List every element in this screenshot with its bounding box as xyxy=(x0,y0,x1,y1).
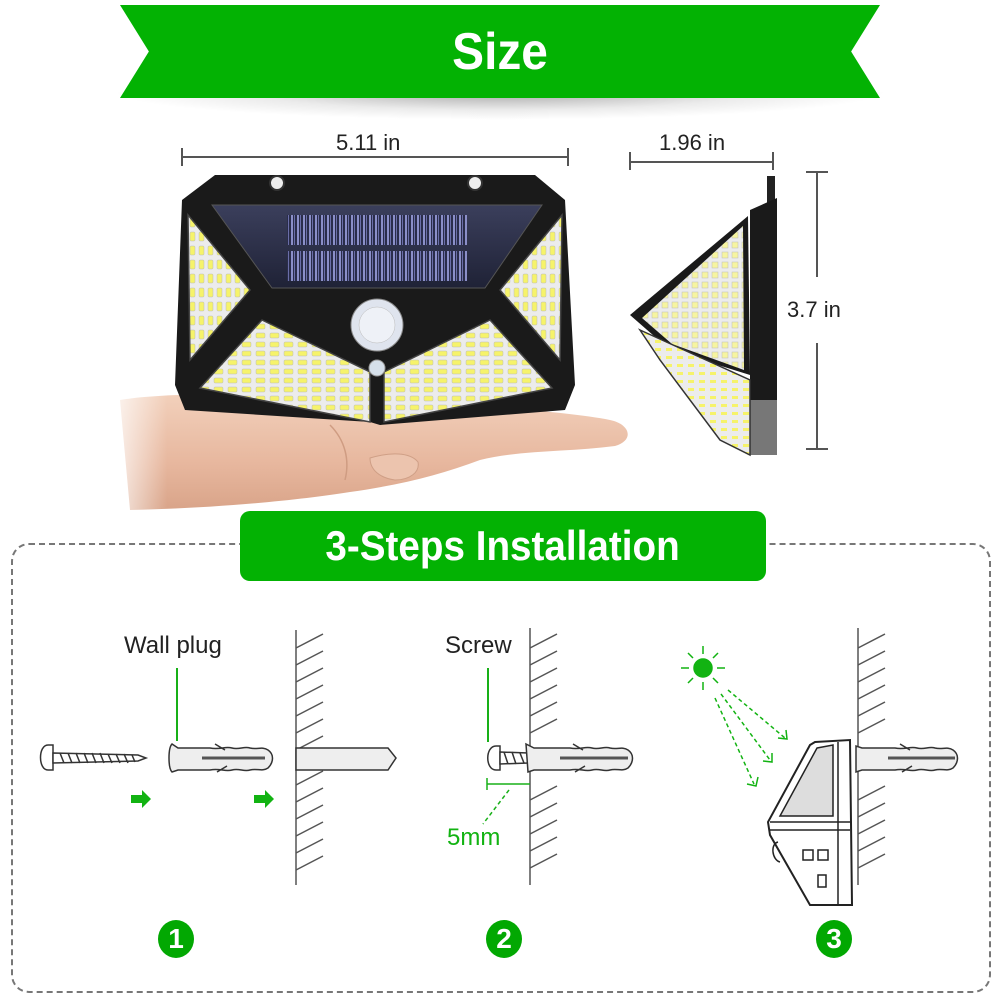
light-ray-arrows xyxy=(714,689,786,785)
depth-dimension-tick-left xyxy=(629,152,631,170)
screw-icon xyxy=(487,745,529,771)
size-banner: Size xyxy=(120,5,880,98)
height-dimension-tick-bottom xyxy=(806,448,828,450)
height-dimension-label: 3.7 in xyxy=(787,297,841,322)
screw-icon xyxy=(39,744,149,771)
step-3-badge: 3 xyxy=(816,920,852,958)
width-dimension-tick-right xyxy=(567,148,569,166)
installation-title: 3-Steps Installation xyxy=(325,522,681,569)
depth-5mm-label: 5mm xyxy=(447,824,501,851)
wall-plug-icon xyxy=(168,743,274,773)
depth-dimension-line xyxy=(629,161,774,163)
depth-dimension-label: 1.96 in xyxy=(659,130,726,155)
step-2-badge: 2 xyxy=(486,920,522,958)
solar-light-front-view xyxy=(175,175,575,425)
width-dimension-tick-left xyxy=(181,148,183,166)
screw-label: Screw xyxy=(445,632,512,659)
step-3-diagram xyxy=(681,628,959,906)
wall-plug-icon xyxy=(525,742,634,774)
height-dimension-line-top xyxy=(816,172,818,277)
sun-icon xyxy=(681,646,725,690)
step-1-badge: 1 xyxy=(158,920,194,958)
height-dimension-tick-top xyxy=(806,171,828,173)
step-1-diagram xyxy=(39,630,397,885)
arrow-right-icon xyxy=(254,790,274,808)
drilled-hole-icon xyxy=(295,747,397,771)
wall-plug-icon xyxy=(855,743,959,774)
width-dimension-line xyxy=(181,156,569,158)
step-2-diagram xyxy=(482,628,634,885)
arrow-right-icon xyxy=(131,790,151,808)
height-dimension-line-bottom xyxy=(816,343,818,450)
wall-plug-label: Wall plug xyxy=(124,632,222,659)
size-title: Size xyxy=(452,22,548,81)
depth-dimension-tick-right xyxy=(772,152,774,170)
installation-banner: 3-Steps Installation xyxy=(240,511,766,581)
solar-light-icon xyxy=(766,738,854,906)
solar-light-side-view xyxy=(630,176,777,457)
width-dimension-label: 5.11 in xyxy=(336,130,401,155)
